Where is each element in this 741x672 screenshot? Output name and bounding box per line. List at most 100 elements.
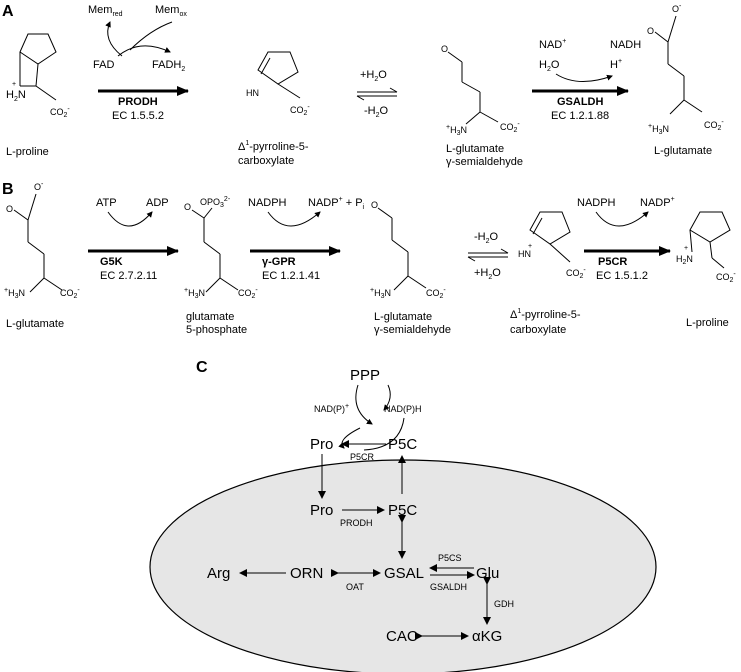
mol-gsal-label-a: L-glutamate <box>446 143 504 155</box>
nadp-pi-label: NADP+ + Pi <box>308 196 365 211</box>
orn-node: ORN <box>290 565 323 582</box>
gsal-o-atom-b: O <box>371 200 378 210</box>
p5cr-ec-label: EC 1.5.1.2 <box>596 270 648 282</box>
gsaldh-c-label: GSALDH <box>430 582 467 592</box>
gsal-o-atom-a: O <box>441 44 448 54</box>
proline-h2n-atom: H2N <box>6 89 26 103</box>
cac-node: CAC <box>386 628 418 645</box>
gdh-label: GDH <box>494 599 514 609</box>
glutamate-structure-a: O- O +H3N CO2- <box>647 3 724 136</box>
fad-label: FAD <box>93 59 114 71</box>
p5c-structure-a: HN CO2- <box>246 51 310 117</box>
mem-red-curve <box>105 21 123 57</box>
l-proline-structure-b: H2N + CO2- <box>676 211 736 284</box>
p5c-cytosol-node: P5C <box>388 436 417 453</box>
gsal-node: GSAL <box>384 565 424 582</box>
nadph-node: NAD(P)H <box>384 404 422 414</box>
glu-o-minus-b: O- <box>34 181 44 192</box>
p5cr-enzyme-label: P5CR <box>598 256 627 268</box>
arg-node: Arg <box>207 565 230 582</box>
p5c-mito-node: P5C <box>388 502 417 519</box>
h-plus-label: H+ <box>610 58 622 71</box>
gpr-enzyme-label: γ-GPR <box>262 256 296 268</box>
proline-plus-charge-b: + <box>684 245 688 252</box>
gsal-h3n-atom-a: +H3N <box>446 124 467 137</box>
plus-h2o-label-b: +H2O <box>474 267 501 281</box>
p5c-co2-atom: CO2- <box>290 104 310 117</box>
glu-o-minus-a: O- <box>672 3 682 14</box>
nadp-curve <box>338 427 361 449</box>
gsaldh-ec-label: EC 1.2.1.88 <box>551 110 609 122</box>
gsal-co2-atom-b: CO2- <box>426 287 446 300</box>
g5k-enzyme-label: G5K <box>100 256 123 268</box>
akg-node: αKG <box>472 628 502 645</box>
adp-label: ADP <box>146 197 169 209</box>
glu-h3n-atom-a: +H3N <box>648 123 669 136</box>
glu-node: Glu <box>476 565 499 582</box>
mem-red-label: Memred <box>88 4 123 18</box>
nadph-curve-b2 <box>595 211 649 227</box>
pro-cytosol-node: Pro <box>310 436 333 453</box>
gsal-co2-atom-a: CO2- <box>500 121 520 134</box>
proline-h2n-atom-b: H2N <box>676 254 693 266</box>
nadph-label-b2: NADPH <box>577 197 616 209</box>
g5k-ec-label: EC 2.7.2.11 <box>100 270 157 282</box>
minus-h2o-label-b: -H2O <box>474 231 499 245</box>
nad-curve <box>555 73 613 82</box>
fad-to-fadh2-curve <box>117 45 171 57</box>
panel-label-b: B <box>2 181 14 198</box>
p5c-structure-b: HN + CO2- <box>518 211 586 280</box>
gpr-ec-label: EC 1.2.1.41 <box>262 270 320 282</box>
proline-co2-atom-b: CO2- <box>716 271 736 284</box>
glu-co2-atom-b: CO2- <box>60 287 80 300</box>
fadh2-label: FADH2 <box>152 59 185 73</box>
pro-mito-node: Pro <box>310 502 333 519</box>
proline-co2-atom: CO2- <box>50 106 70 119</box>
glutamate-5-phosphate-structure: O OPO32- +H3N CO2- <box>184 196 258 300</box>
glu-co2-atom-a: CO2- <box>704 119 724 132</box>
panel-label-a: A <box>2 3 14 20</box>
prodh-mito-label: PRODH <box>340 518 373 528</box>
atp-curve <box>107 211 153 227</box>
glu-o-a: O <box>647 26 654 36</box>
mol-gsal-label-b-line2: γ-semialdehyde <box>374 324 451 336</box>
nadph-label-b1: NADPH <box>248 197 287 209</box>
mol-gsal-label-b: L-glutamate <box>374 311 432 323</box>
glutamate-structure-b: O- O +H3N CO2- <box>4 181 80 300</box>
glu-h3n-atom-b: +H3N <box>4 287 25 300</box>
nadp-plus-node: NAD(P)+ <box>314 403 349 414</box>
mol-l-proline-label-b: L-proline <box>686 317 729 329</box>
p5c-hn-atom-b: HN <box>518 249 531 259</box>
mol-p5c-label-a-line2: carboxylate <box>238 155 294 167</box>
prodh-ec-label: EC 1.5.5.2 <box>112 110 164 122</box>
p5cr-cyto-label: P5CR <box>350 452 375 462</box>
ppp-out-curve <box>355 384 373 425</box>
minus-h2o-label-a: -H2O <box>364 105 389 119</box>
p5c-hn-atom: HN <box>246 88 259 98</box>
g5p-h3n-atom: +H3N <box>184 287 205 300</box>
ppp-node: PPP <box>350 367 380 384</box>
mol-g5p-label: glutamate <box>186 311 234 323</box>
mol-gsal-label-a-line2: γ-semialdehyde <box>446 156 523 168</box>
glu-o-b: O <box>6 204 13 214</box>
l-proline-structure-a: H2N + CO2- <box>6 33 70 119</box>
mol-p5c-label-b-line2: carboxylate <box>510 324 566 336</box>
nadph-to-pro-curve <box>363 417 405 451</box>
gsal-structure-a: O +H3N CO2- <box>441 44 520 137</box>
p5c-plus-charge-b: + <box>528 243 532 250</box>
h2o-label-a: H2O <box>539 59 560 73</box>
opo3-group: OPO32- <box>200 196 231 209</box>
nad-plus-label: NAD+ <box>539 38 566 51</box>
proline-plus-charge: + <box>12 81 16 88</box>
gsal-h3n-atom-b: +H3N <box>370 287 391 300</box>
panel-label-c: C <box>196 359 208 376</box>
nadh-label: NADH <box>610 39 641 51</box>
oat-label: OAT <box>346 582 364 592</box>
g5p-co2-atom: CO2- <box>238 287 258 300</box>
prodh-enzyme-label: PRODH <box>118 96 158 108</box>
nadph-curve-b1 <box>267 211 321 227</box>
mol-l-glutamate-label-a: L-glutamate <box>654 145 712 157</box>
plus-h2o-label-a: +H2O <box>360 69 387 83</box>
nadp-plus-label-b2: NADP+ <box>640 196 675 209</box>
